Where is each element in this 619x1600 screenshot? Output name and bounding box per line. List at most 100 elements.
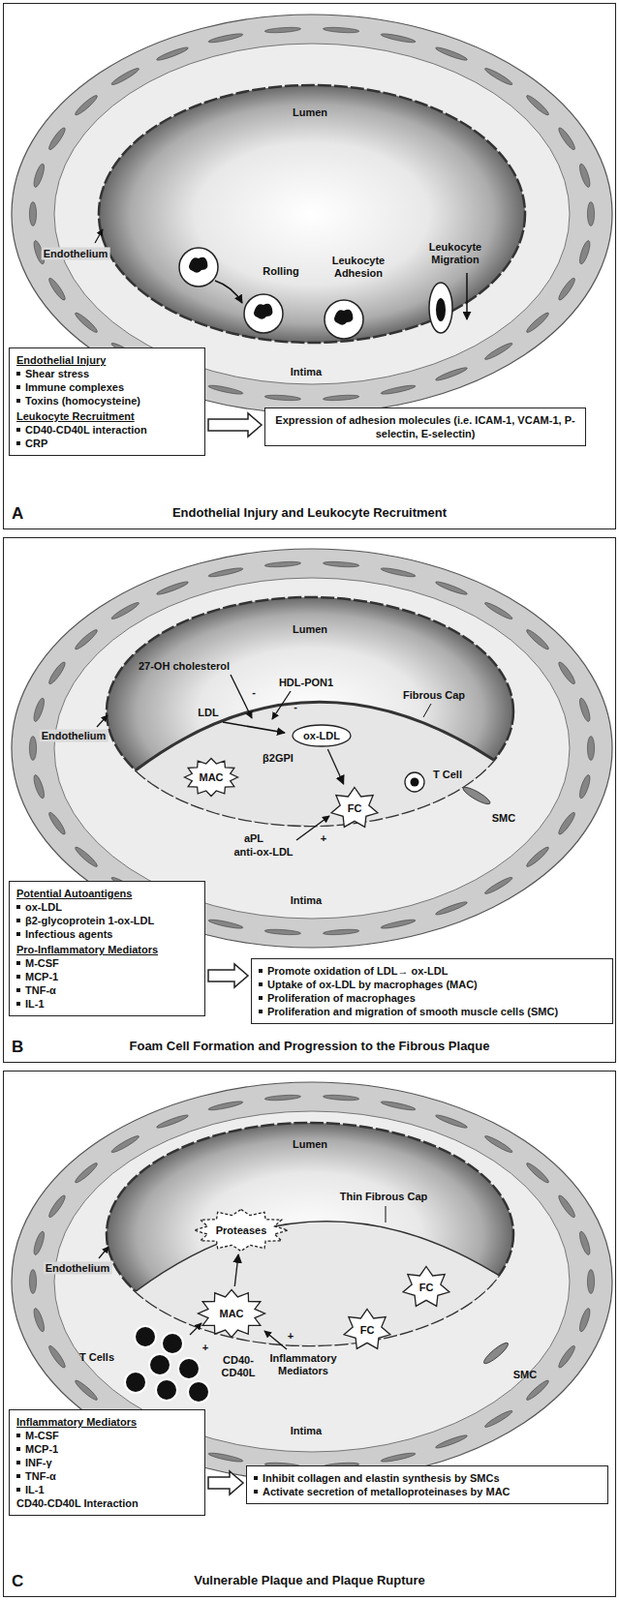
bullet-mark [16, 975, 21, 980]
group-heading: Pro-Inflammatory Mediators [16, 943, 198, 958]
lumen [106, 597, 514, 827]
factor-box: Endothelial InjuryShear stressImmune com… [8, 347, 206, 457]
plaque [135, 702, 495, 827]
bullet-mark [258, 983, 263, 988]
panel-caption: Foam Cell Formation and Progression to t… [36, 1039, 583, 1055]
smooth-muscle-cell [481, 1341, 511, 1368]
shape-label: FC [360, 1325, 375, 1338]
list-item: Proliferation and migration of smooth mu… [267, 1005, 558, 1020]
part-label: β2GPI [262, 752, 294, 766]
figure-panel: AEndothelial Injury and Leukocyte Recrui… [2, 2, 617, 530]
part-label: T Cells [79, 1352, 115, 1365]
list-item: TNF-α [25, 984, 57, 998]
part-label: SMC [513, 1369, 537, 1383]
ox-ldl-oval: ox-LDL [291, 724, 352, 748]
plaque [135, 1222, 499, 1347]
oval-outline [292, 725, 351, 747]
part-label: Endothelium [43, 1263, 113, 1276]
bullet-mark [16, 1448, 21, 1453]
star-outline [343, 1310, 391, 1351]
group-heading: Potential Autoantigens [16, 887, 198, 901]
bullet-mark [258, 996, 263, 1001]
part-label: Lumen [292, 1139, 328, 1152]
bullet-mark [16, 371, 21, 376]
part-label: Lumen [292, 106, 328, 120]
list-item: β2-glycoprotein 1-ox-LDL [25, 914, 155, 929]
bullet-mark [16, 428, 21, 433]
box-text: CD40-CD40L Interaction [16, 1497, 198, 1512]
group-heading: Endothelial Injury [16, 353, 198, 368]
list-item: INF-γ [25, 1456, 53, 1471]
leader-line [423, 704, 432, 718]
sign-mark: + [202, 1342, 209, 1356]
group-heading: Leukocyte Recruitment [16, 409, 198, 424]
list-item: Infectious agents [25, 928, 113, 942]
bullet-mark [16, 1488, 21, 1493]
part-label: Fibrous Cap [402, 689, 465, 703]
figure-panel: BFoam Cell Formation and Progression to … [2, 537, 617, 1064]
list-item: Shear stress [25, 367, 90, 381]
star-outline [198, 1291, 266, 1339]
part-label: Inflammatory Mediators [262, 1353, 344, 1379]
list-item: M-CSF [25, 1429, 60, 1444]
smooth-muscle-cell [461, 785, 493, 808]
star-outline [331, 788, 378, 829]
block-arrow [208, 1472, 244, 1496]
bullet-mark [16, 441, 21, 446]
inhibition-arrow [230, 675, 252, 719]
part-label: CD40- CD40L [216, 1355, 260, 1381]
bullet-mark [16, 989, 21, 993]
t-cell [124, 1327, 210, 1404]
part-label: Endothelium [41, 247, 111, 261]
leader-arrow [96, 715, 108, 728]
effect-box: Promote oxidation of LDL→ ox-LDLUptake o… [250, 959, 614, 1025]
part-label: Lumen [292, 623, 328, 637]
rolling-arrow [215, 280, 243, 304]
leader-arrow [98, 1247, 109, 1260]
arrow-connector [234, 1255, 239, 1288]
panel-caption: Vulnerable Plaque and Plaque Rupture [36, 1574, 583, 1590]
list-item: MCP-1 [25, 970, 59, 985]
macrophage-shape: MAC [183, 757, 240, 799]
bullet-mark [16, 385, 21, 390]
figure-panel: CVulnerable Plaque and Plaque RupturePro… [2, 1071, 617, 1599]
factor-box: Inflammatory MediatorsM-CSFMCP-1INF-γTNF… [8, 1410, 206, 1517]
block-arrow [208, 413, 262, 437]
shape-label: MAC [218, 1308, 244, 1322]
list-item: CD40-CD40L interaction [25, 423, 148, 437]
bullet-mark [16, 1434, 21, 1439]
fibrous-cap [135, 702, 495, 772]
star-outline [402, 1268, 450, 1308]
vessel-panel-c [11, 1083, 613, 1483]
lumen [106, 1123, 514, 1347]
box-text: Expression of adhesion molecules (i.e. I… [272, 413, 579, 441]
list-item: IL-1 [25, 1484, 45, 1498]
factor-box: Potential Autoantigensox-LDLβ2-glycoprot… [8, 881, 206, 1018]
group-heading: Inflammatory Mediators [16, 1416, 198, 1430]
bullet-mark [16, 961, 21, 966]
bullet-mark [253, 1477, 258, 1482]
part-label: T Cell [433, 769, 463, 782]
sign-mark: + [320, 833, 327, 846]
list-item: CRP [25, 436, 48, 451]
list-item: ox-LDL [25, 900, 62, 915]
panel-caption: Endothelial Injury and Leukocyte Recruit… [36, 505, 583, 522]
list-item: MCP-1 [25, 1443, 59, 1457]
list-item: Proliferation of macrophages [267, 991, 416, 1006]
bullet-mark [16, 1461, 21, 1466]
stimulation-arrow [264, 1331, 287, 1351]
foam-cell-shape: FC [341, 1308, 393, 1354]
leader-line [385, 1207, 387, 1224]
thin-fibrous-cap [135, 1222, 499, 1293]
list-item: TNF-α [25, 1470, 57, 1485]
sign-mark: + [287, 1330, 294, 1344]
vessel-panel-b [11, 549, 613, 949]
block-arrow [208, 964, 248, 989]
migration-arrow [465, 273, 468, 320]
list-item: Promote oxidation of LDL→ ox-LDL [267, 964, 448, 979]
macrophage-shape: MAC [196, 1289, 267, 1340]
inhibition-arrow [272, 691, 291, 720]
list-item: Inhibit collagen and elastin synthesis b… [262, 1472, 500, 1486]
shape-label: MAC [198, 772, 223, 785]
bullet-mark [16, 932, 21, 937]
